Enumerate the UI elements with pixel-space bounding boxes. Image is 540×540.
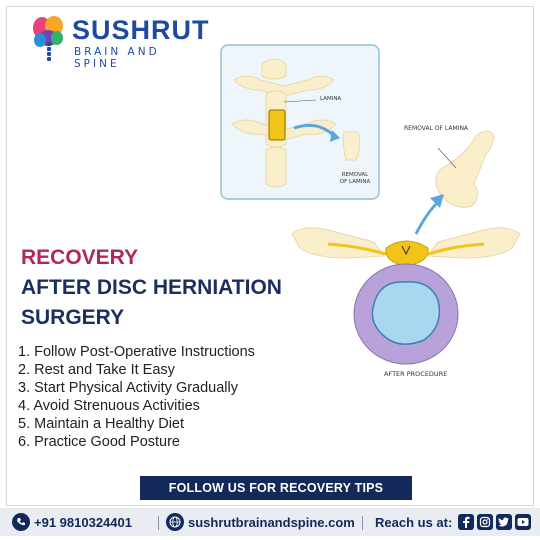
label-removal-small: REMOVAL OF LAMINA <box>339 172 371 185</box>
brand-name: SUSHRUT <box>72 15 210 45</box>
social-links: Reach us at: <box>375 508 532 536</box>
phone-contact[interactable]: +91 9810324401 <box>12 508 132 536</box>
list-item: 2. Rest and Take It Easy <box>18 362 175 378</box>
facebook-icon[interactable] <box>458 514 475 530</box>
list-item: 3. Start Physical Activity Gradually <box>18 380 238 396</box>
brand-logo[interactable]: SUSHRUT BRAIN AND SPINE <box>30 14 210 70</box>
list-item: 4. Avoid Strenuous Activities <box>18 398 200 414</box>
lamina-illustration-panel: LAMINA REMOVAL OF LAMINA <box>220 44 380 200</box>
recovery-tips-list: 1. Follow Post-Operative Instructions 2.… <box>18 343 255 451</box>
list-item: 1. Follow Post-Operative Instructions <box>18 344 255 360</box>
label-after-procedure: AFTER PROCEDURE <box>384 370 448 378</box>
headline-line2: AFTER DISC HERNIATION <box>21 276 282 299</box>
follow-us-button[interactable]: FOLLOW US FOR RECOVERY TIPS <box>140 476 412 500</box>
website-url: sushrutbrainandspine.com <box>188 514 355 530</box>
phone-number: +91 9810324401 <box>34 514 132 530</box>
reach-us-label: Reach us at: <box>375 514 453 530</box>
headline-recovery: RECOVERY <box>21 246 139 269</box>
twitter-icon[interactable] <box>496 514 513 530</box>
after-procedure-illustration <box>291 130 521 365</box>
label-lamina: LAMINA <box>320 96 342 102</box>
brain-spine-logo-icon <box>33 16 63 61</box>
headline-line3: SURGERY <box>21 306 125 329</box>
youtube-icon[interactable] <box>515 514 532 530</box>
footer-divider <box>158 516 159 530</box>
footer-divider <box>362 516 363 530</box>
globe-icon <box>166 513 184 531</box>
instagram-icon[interactable] <box>477 514 494 530</box>
contact-footer: +91 9810324401 sushrutbrainandspine.com … <box>0 508 540 536</box>
brand-tagline: BRAIN AND SPINE <box>74 46 160 70</box>
list-item: 5. Maintain a Healthy Diet <box>18 416 185 432</box>
list-item: 6. Practice Good Posture <box>18 434 180 450</box>
website-link[interactable]: sushrutbrainandspine.com <box>166 508 355 536</box>
label-removal-large: REMOVAL OF LAMINA <box>404 125 469 132</box>
phone-icon <box>12 513 30 531</box>
vertebra-lamina-illustration <box>231 58 361 188</box>
